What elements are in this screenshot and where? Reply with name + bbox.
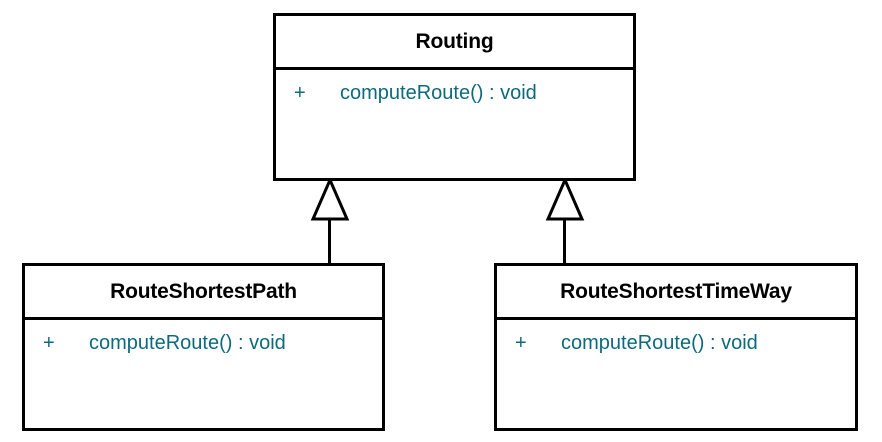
uml-member-signature: computeRoute() : void [561, 332, 758, 354]
uml-member-row[interactable]: + computeRoute() : void [497, 332, 855, 362]
uml-member-signature: computeRoute() : void [340, 82, 537, 104]
uml-class-route-shortest-path[interactable]: RouteShortestPath + computeRoute() : voi… [22, 263, 385, 431]
uml-class-body-routing: + computeRoute() : void [276, 70, 633, 178]
uml-class-routing[interactable]: Routing + computeRoute() : void [273, 13, 636, 181]
uml-class-body-route-shortest-path: + computeRoute() : void [25, 320, 382, 428]
uml-class-name-routing: Routing [415, 29, 494, 53]
generalization-triangle-left-icon [310, 176, 350, 221]
uml-class-route-shortest-time-way[interactable]: RouteShortestTimeWay + computeRoute() : … [494, 263, 858, 431]
uml-class-name-route-shortest-time-way: RouteShortestTimeWay [560, 279, 792, 303]
uml-class-body-route-shortest-time-way: + computeRoute() : void [497, 320, 855, 428]
generalization-triangle-right-icon [545, 176, 585, 221]
generalization-line-left [328, 218, 331, 266]
uml-class-header-route-shortest-time-way: RouteShortestTimeWay [497, 266, 855, 320]
generalization-line-right [563, 218, 566, 266]
uml-class-header-routing: Routing [276, 16, 633, 70]
uml-member-visibility: + [294, 82, 306, 104]
uml-member-row[interactable]: + computeRoute() : void [25, 332, 382, 362]
uml-member-signature: computeRoute() : void [89, 332, 286, 354]
uml-member-visibility: + [43, 332, 55, 354]
uml-class-name-route-shortest-path: RouteShortestPath [110, 279, 297, 303]
uml-class-header-route-shortest-path: RouteShortestPath [25, 266, 382, 320]
uml-member-row[interactable]: + computeRoute() : void [276, 82, 633, 112]
uml-member-visibility: + [515, 332, 527, 354]
